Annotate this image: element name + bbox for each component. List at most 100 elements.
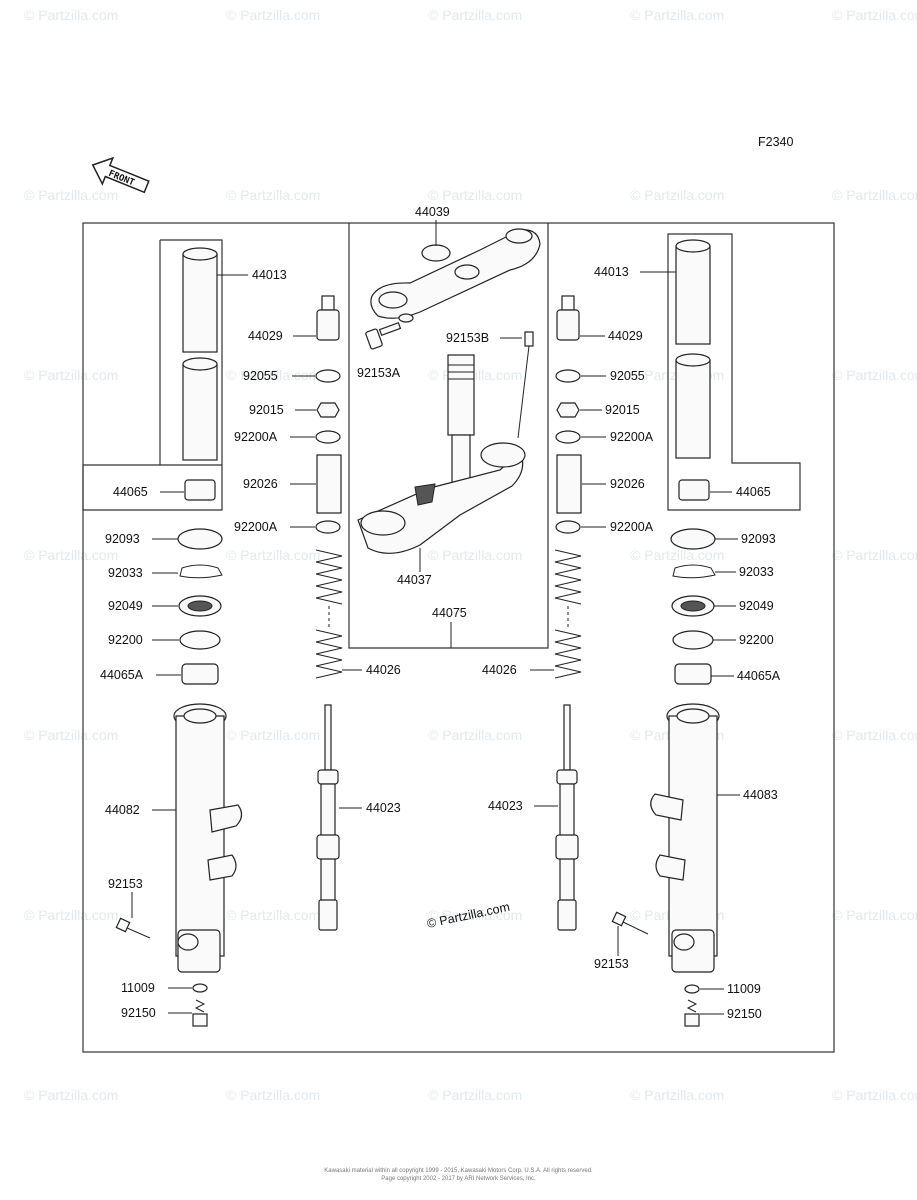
right-nut-icon <box>556 402 580 418</box>
watermark: © Partzilla.com <box>226 907 320 923</box>
right-gasket <box>684 984 700 994</box>
watermark: © Partzilla.com <box>428 907 522 923</box>
label-right-dust-seal: 92093 <box>741 532 776 546</box>
footer-line-2: Page copyright 2002 - 2017 by ARI Networ… <box>381 1176 536 1182</box>
label-stem-bolt: 92153B <box>446 331 489 345</box>
watermark: © Partzilla.com <box>24 547 118 563</box>
label-right-outer-tube: 44083 <box>743 788 778 802</box>
watermark: © Partzilla.com <box>226 7 320 23</box>
label-left-washer: 92200 <box>108 633 143 647</box>
label-right-washer: 92200 <box>739 633 774 647</box>
left-bushing-frame <box>82 465 223 511</box>
watermark: © Partzilla.com <box>832 187 917 203</box>
watermark-layer: © Partzilla.com © Partzilla.com © Partzi… <box>24 7 917 1103</box>
watermark: © Partzilla.com <box>428 727 522 743</box>
watermark: © Partzilla.com <box>24 187 118 203</box>
steering-stem <box>357 354 526 554</box>
right-bushing-upper <box>678 479 710 501</box>
label-right-spring: 44026 <box>482 663 517 677</box>
label-right-bushing-upper: 44065 <box>736 485 771 499</box>
right-axle-bolt-icon <box>611 911 649 935</box>
label-stem-assembly: 44037 <box>397 573 432 587</box>
watermark: © Partzilla.com <box>24 1087 118 1103</box>
label-right-spacer: 92026 <box>610 477 645 491</box>
label-fork-group: 44075 <box>432 606 467 620</box>
watermark: © Partzilla.com <box>226 1087 320 1103</box>
watermark: © Partzilla.com <box>226 727 320 743</box>
label-right-circlip: 92033 <box>739 565 774 579</box>
watermark: © Partzilla.com <box>226 367 320 383</box>
label-right-oring: 92055 <box>610 369 645 383</box>
stem-bolt-icon <box>517 331 534 439</box>
watermark: © Partzilla.com <box>832 7 917 23</box>
right-washer-upper <box>555 430 581 444</box>
label-right-pipe: 44013 <box>594 265 629 279</box>
watermark: © Partzilla.com <box>428 1087 522 1103</box>
label-bolt-top: 92153A <box>357 366 401 380</box>
left-washer-lower <box>315 520 341 534</box>
left-oring <box>315 369 341 383</box>
footer-line-1: Kawasaki material within all copyright 1… <box>324 1168 593 1174</box>
label-top-bracket: 44039 <box>415 205 450 219</box>
left-bushing-lower <box>181 663 219 685</box>
right-cylinder <box>555 704 579 931</box>
watermark: © Partzilla.com <box>428 187 522 203</box>
left-bushing-upper <box>184 479 216 501</box>
left-dust-seal <box>177 528 223 550</box>
watermark: © Partzilla.com <box>630 7 724 23</box>
watermark: © Partzilla.com <box>832 727 917 743</box>
watermark: © Partzilla.com <box>24 907 118 923</box>
label-left-dust-seal: 92093 <box>105 532 140 546</box>
label-left-outer-tube: 44082 <box>105 803 140 817</box>
label-right-bushing-lower: 44065A <box>737 669 781 683</box>
right-spacer <box>556 454 582 514</box>
diagram-frame <box>82 222 835 1053</box>
left-spacer <box>316 454 342 514</box>
right-pipe-frame <box>667 233 801 511</box>
right-inner-pipe <box>675 239 711 459</box>
watermark: © Partzilla.com <box>24 7 118 23</box>
left-cylinder <box>316 704 340 931</box>
right-washer <box>672 630 714 650</box>
bolt-icon <box>365 321 402 350</box>
label-left-cap-bolt: 44029 <box>248 329 283 343</box>
label-right-gasket: 11009 <box>727 982 761 996</box>
top-bracket <box>370 228 541 323</box>
watermark: © Partzilla.com <box>630 1087 724 1103</box>
watermark: © Partzilla.com <box>24 367 118 383</box>
watermark: © Partzilla.com <box>24 727 118 743</box>
label-left-washer-upper: 92200A <box>234 430 278 444</box>
label-left-washer-lower: 92200A <box>234 520 278 534</box>
figure-code: F2340 <box>758 135 793 149</box>
right-spring <box>554 549 582 679</box>
label-left-bushing-lower: 44065A <box>100 668 144 682</box>
label-left-cylinder: 44023 <box>366 801 401 815</box>
left-washer-upper <box>315 430 341 444</box>
right-oring <box>555 369 581 383</box>
watermark: © Partzilla.com <box>226 187 320 203</box>
label-right-cap-bolt: 44029 <box>608 329 643 343</box>
left-outer-tube <box>173 703 243 973</box>
watermark: © Partzilla.com <box>428 367 522 383</box>
label-left-bushing-upper: 44065 <box>113 485 148 499</box>
label-right-cylinder: 44023 <box>488 799 523 813</box>
left-spring <box>315 549 343 679</box>
right-washer-lower <box>555 520 581 534</box>
label-left-nut: 92015 <box>249 403 284 417</box>
watermark: © Partzilla.com <box>630 187 724 203</box>
label-left-gasket: 11009 <box>121 981 155 995</box>
left-inner-pipe <box>182 247 218 461</box>
left-gasket <box>192 983 208 993</box>
fork-group-frame <box>348 223 549 649</box>
left-pipe-frame <box>83 239 223 466</box>
left-cap-bolt <box>316 295 340 341</box>
label-left-bottom-bolt: 92150 <box>121 1006 156 1020</box>
watermark: © Partzilla.com <box>226 547 320 563</box>
right-outer-tube <box>650 703 720 973</box>
label-left-oil-seal: 92049 <box>108 599 143 613</box>
watermark: © Partzilla.com <box>832 1087 917 1103</box>
label-left-axle-bolt: 92153 <box>108 877 143 891</box>
watermark: © Partzilla.com <box>832 367 917 383</box>
left-circlip <box>179 564 223 579</box>
